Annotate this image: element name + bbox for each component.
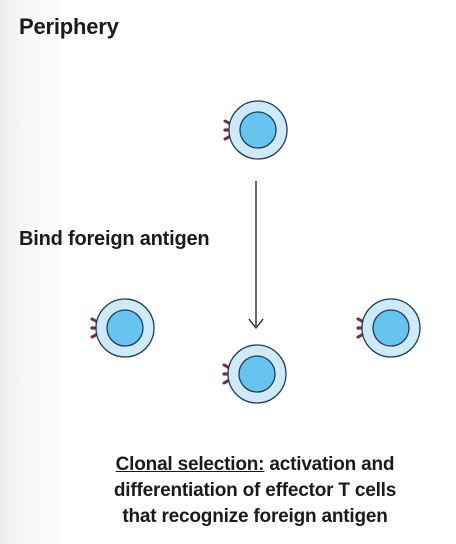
section-title: Periphery <box>19 14 119 39</box>
caption-term: Clonal selection: <box>115 454 265 475</box>
effector-t-cell-bottom <box>222 343 288 405</box>
caption-line-3: that recognize foreign antigen <box>122 506 388 527</box>
caption-line-1: Clonal selection: activation and <box>60 452 450 478</box>
caption-line1-rest: activation and <box>264 454 395 475</box>
step-label: Bind foreign antigen <box>19 228 210 250</box>
effector-t-cell-right <box>356 297 422 359</box>
down-arrow <box>248 181 264 330</box>
caption-line-2: differentiation of effector T cells <box>113 480 397 501</box>
caption: Clonal selection: activation and differe… <box>60 452 450 530</box>
naive-t-cell <box>223 99 289 161</box>
effector-t-cell-left <box>90 297 156 359</box>
